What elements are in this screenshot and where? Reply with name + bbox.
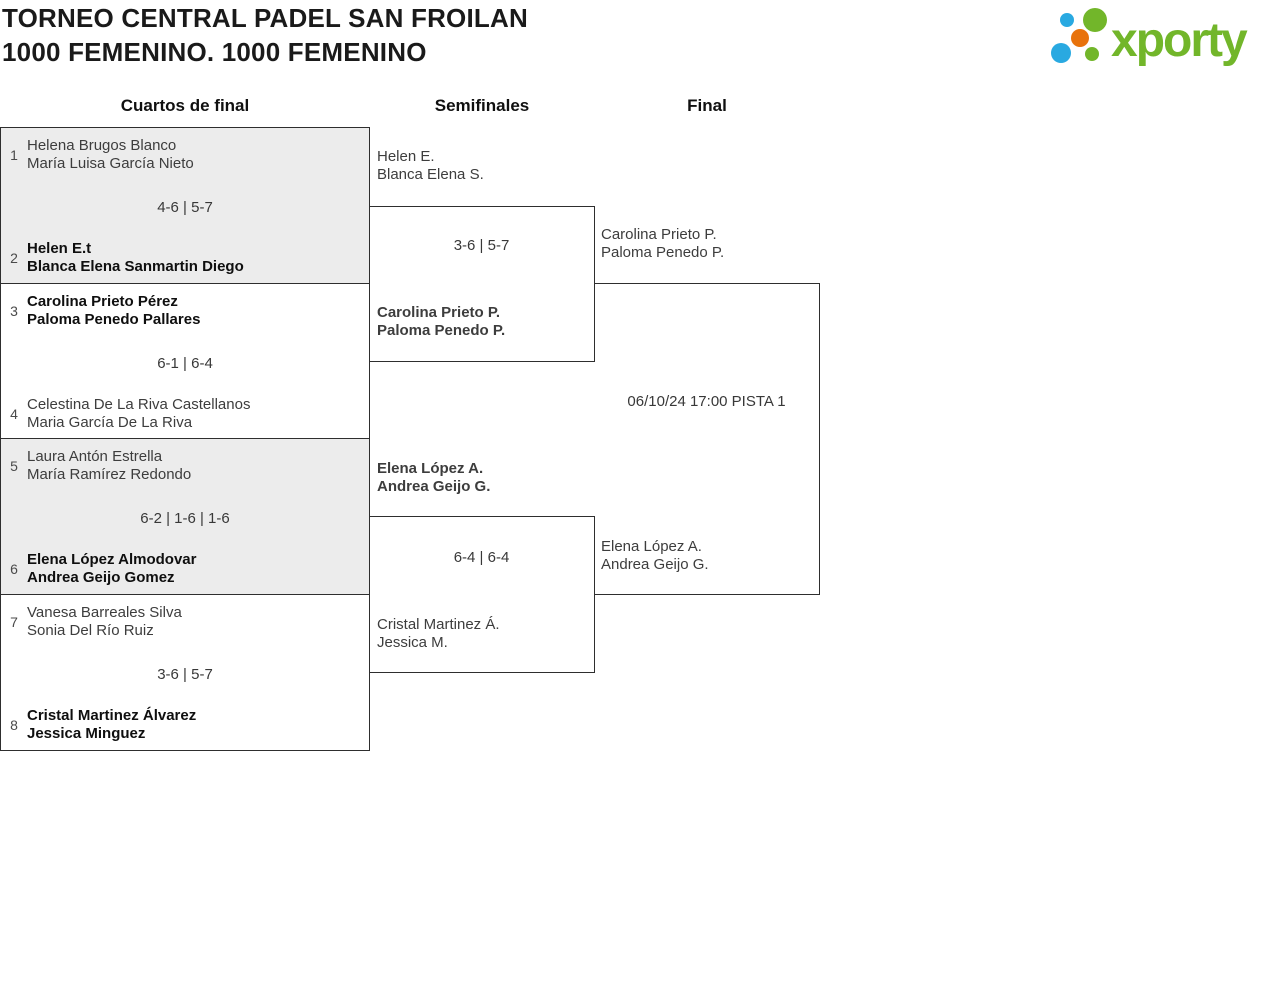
seed-number: 8 [10, 717, 18, 733]
team-pair: Elena López A. Andrea Geijo G. [601, 538, 709, 574]
player-name: Cristal Martinez Á. [377, 616, 500, 633]
player-name: Andrea Geijo G. [601, 556, 709, 573]
team-pair: Laura Antón Estrella María Ramírez Redon… [27, 448, 363, 484]
quarterfinal-match-1[interactable]: 1 Helena Brugos Blanco María Luisa Garcí… [0, 127, 370, 284]
quarterfinal-match-2[interactable]: 3 Carolina Prieto Pérez Paloma Penedo Pa… [0, 283, 370, 439]
player-name: Elena López Almodovar [27, 551, 197, 568]
team-pair: Carolina Prieto P. Paloma Penedo P. [601, 226, 724, 262]
player-name: Andrea Geijo Gomez [27, 569, 175, 586]
quarterfinal-match-4[interactable]: 7 Vanesa Barreales Silva Sonia Del Río R… [0, 594, 370, 751]
team-pair-winner: Carolina Prieto P. Paloma Penedo P. [377, 304, 505, 340]
team-pair: Celestina De La Riva Castellanos Maria G… [27, 396, 363, 432]
player-name: Sonia Del Río Ruiz [27, 622, 154, 639]
team-pair: Helen E. Blanca Elena S. [377, 148, 484, 184]
final-match-schedule: 06/10/24 17:00 PISTA 1 [627, 393, 786, 410]
player-name: Paloma Penedo P. [601, 244, 725, 261]
match-score: 3-6 | 5-7 [157, 666, 213, 683]
tournament-name: TORNEO CENTRAL PADEL SAN FROILAN [2, 3, 528, 33]
match-score: 3-6 | 5-7 [453, 237, 510, 254]
player-name: Carolina Prieto Pérez [27, 293, 178, 310]
seed-number: 1 [10, 147, 18, 163]
logo-dot-blue-large-icon [1051, 43, 1071, 63]
logo-dot-orange-icon [1071, 29, 1089, 47]
match-score: 6-4 | 6-4 [453, 549, 510, 566]
semifinal-match-1[interactable]: 3-6 | 5-7 [369, 206, 595, 362]
player-name: Celestina De La Riva Castellanos [27, 396, 251, 413]
player-name: Carolina Prieto P. [377, 304, 501, 321]
page-title: TORNEO CENTRAL PADEL SAN FROILAN 1000 FE… [2, 1, 528, 69]
player-name: Blanca Elena S. [377, 166, 484, 183]
quarterfinal-match-3[interactable]: 5 Laura Antón Estrella María Ramírez Red… [0, 438, 370, 595]
team-pair: Cristal Martinez Á. Jessica M. [377, 616, 500, 652]
logo-dot-green-large-icon [1083, 8, 1107, 32]
player-name: Helen E.t [27, 240, 92, 257]
match-score: 6-2 | 1-6 | 1-6 [140, 510, 230, 527]
player-name: Jessica Minguez [27, 725, 146, 742]
round-header-semifinals: Semifinales [434, 96, 530, 115]
seed-number: 4 [10, 406, 18, 422]
xporty-logo[interactable]: xporty [1048, 4, 1276, 76]
player-name: Elena López A. [601, 538, 702, 555]
match-score: 4-6 | 5-7 [157, 199, 213, 216]
player-name: Jessica M. [377, 634, 448, 651]
team-pair-winner: Helen E.t Blanca Elena Sanmartin Diego [27, 240, 363, 276]
player-name: María Ramírez Redondo [27, 466, 192, 483]
player-name: Carolina Prieto P. [601, 226, 717, 243]
player-name: Helen E. [377, 148, 435, 165]
player-name: Blanca Elena Sanmartin Diego [27, 258, 244, 275]
player-name: Andrea Geijo G. [377, 478, 491, 495]
seed-number: 3 [10, 303, 18, 319]
player-name: Helena Brugos Blanco [27, 137, 177, 154]
player-name: Vanesa Barreales Silva [27, 604, 182, 621]
player-name: Maria García De La Riva [27, 414, 193, 431]
logo-dot-blue-small-icon [1060, 13, 1074, 27]
seed-number: 7 [10, 614, 18, 630]
seed-number: 5 [10, 458, 18, 474]
team-pair: Helena Brugos Blanco María Luisa García … [27, 137, 363, 173]
logo-dot-green-small-icon [1085, 47, 1099, 61]
team-pair-winner: Elena López A. Andrea Geijo G. [377, 460, 490, 496]
player-name: Laura Antón Estrella [27, 448, 163, 465]
seed-number: 2 [10, 250, 18, 266]
player-name: María Luisa García Nieto [27, 155, 194, 172]
final-match[interactable]: 06/10/24 17:00 PISTA 1 [594, 283, 820, 595]
team-pair-winner: Cristal Martinez Álvarez Jessica Minguez [27, 707, 363, 743]
team-pair: Vanesa Barreales Silva Sonia Del Río Rui… [27, 604, 363, 640]
round-header-final: Final [687, 96, 727, 115]
seed-number: 6 [10, 561, 18, 577]
match-score: 6-1 | 6-4 [157, 355, 213, 372]
player-name: Paloma Penedo Pallares [27, 311, 201, 328]
player-name: Elena López A. [377, 460, 484, 477]
team-pair-winner: Elena López Almodovar Andrea Geijo Gomez [27, 551, 363, 587]
player-name: Paloma Penedo P. [377, 322, 506, 339]
round-header-quarterfinals: Cuartos de final [120, 96, 250, 115]
player-name: Cristal Martinez Álvarez [27, 707, 197, 724]
xporty-logo-text: xporty [1111, 14, 1248, 67]
category-name: 1000 FEMENINO. 1000 FEMENINO [2, 37, 427, 67]
team-pair-winner: Carolina Prieto Pérez Paloma Penedo Pall… [27, 293, 363, 329]
